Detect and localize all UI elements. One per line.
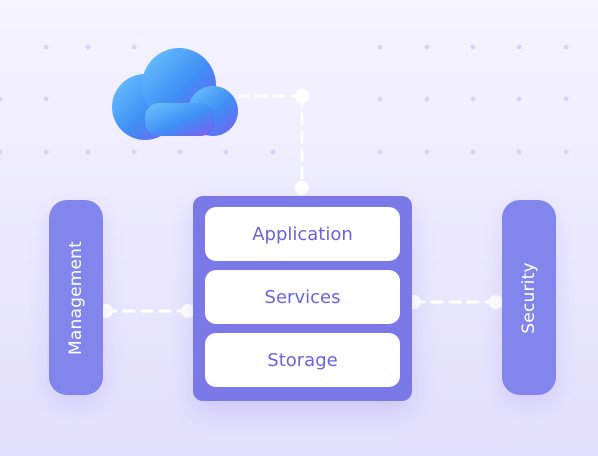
- layer-storage: Storage: [205, 333, 400, 387]
- management-panel: Management: [49, 200, 103, 395]
- connector-node: [489, 295, 503, 309]
- layer-application: Application: [205, 207, 400, 261]
- layer-services: Services: [205, 270, 400, 324]
- cloud-icon: [112, 48, 238, 140]
- management-label: Management: [66, 240, 86, 355]
- system-stack: Application Services Storage: [193, 196, 412, 401]
- security-label: Security: [519, 261, 539, 334]
- connector-node: [295, 181, 309, 195]
- connector-node: [181, 304, 195, 318]
- security-panel: Security: [502, 200, 556, 395]
- connector-node: [295, 89, 309, 103]
